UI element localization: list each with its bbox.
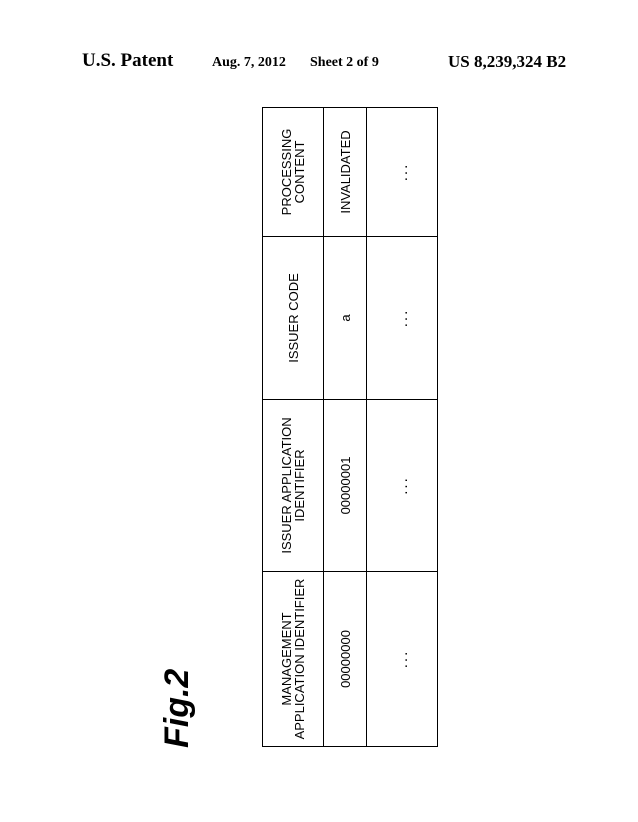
patent-date: Aug. 7, 2012	[212, 55, 286, 70]
table-cell-ellipsis: ...	[366, 399, 438, 572]
sheet-number: Sheet 2 of 9	[310, 55, 379, 70]
header-processing-content: PROCESSING CONTENT	[262, 107, 324, 237]
table-cell: 00000000	[323, 571, 367, 747]
table-cell-ellipsis: ...	[366, 107, 438, 237]
table-cell: a	[323, 236, 367, 400]
rotated-table-container: MANAGEMENT APPLICATION IDENTIFIER ISSUER…	[262, 107, 438, 747]
table-cell-ellipsis: ...	[366, 571, 438, 747]
header-issuer-code: ISSUER CODE	[262, 236, 324, 400]
table-rotator: MANAGEMENT APPLICATION IDENTIFIER ISSUER…	[262, 107, 438, 747]
header-management-app-id: MANAGEMENT APPLICATION IDENTIFIER	[262, 571, 324, 747]
patent-header-title: U.S. Patent	[82, 50, 174, 71]
table-cell: 00000001	[323, 399, 367, 572]
identifier-table: MANAGEMENT APPLICATION IDENTIFIER ISSUER…	[262, 107, 438, 747]
figure-label: Fig.2	[158, 668, 196, 748]
header-issuer-app-id: ISSUER APPLICATION IDENTIFIER	[262, 399, 324, 572]
table-cell-ellipsis: ...	[366, 236, 438, 400]
table-cell: INVALIDATED	[323, 107, 367, 237]
patent-number: US 8,239,324 B2	[448, 52, 567, 71]
